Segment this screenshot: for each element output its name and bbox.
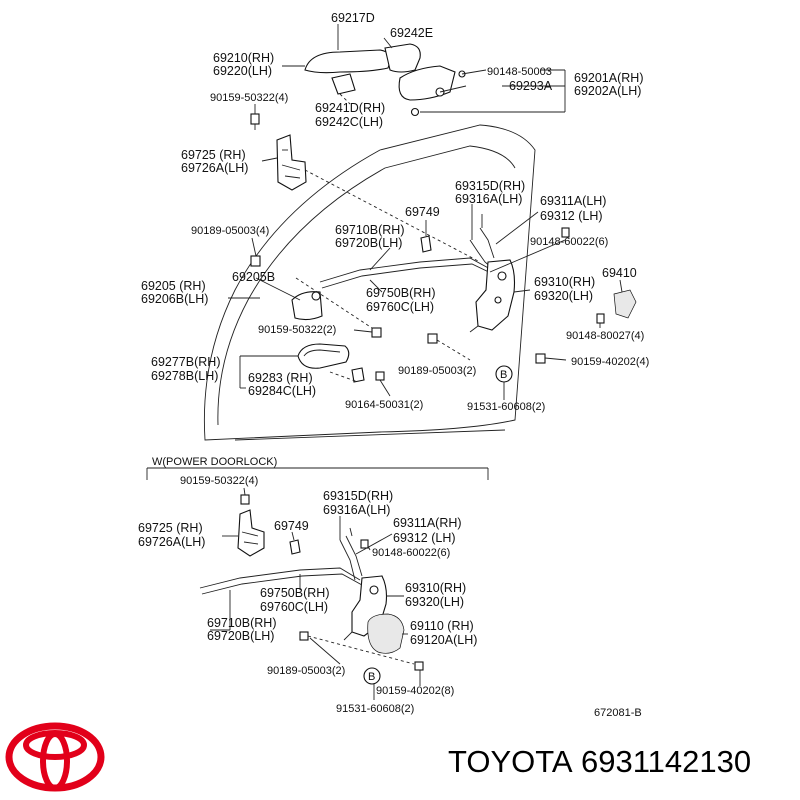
label-power-69110: 69110 (RH) bbox=[410, 619, 474, 633]
bracket-lower bbox=[237, 509, 265, 557]
screw-top-left bbox=[250, 113, 260, 130]
labels-lower: W(POWER DOORLOCK) 90159-50322(4) 69315D(… bbox=[138, 456, 642, 719]
rod-clip-upper bbox=[420, 235, 432, 253]
door-outline bbox=[203, 124, 536, 441]
bracket-upper bbox=[276, 134, 307, 191]
label-69201A: 69201A(RH) bbox=[574, 71, 643, 85]
lock-actuator-motor bbox=[367, 613, 405, 654]
label-69278B: 69278B(LH) bbox=[151, 369, 218, 383]
inside-handle-bezel bbox=[297, 343, 385, 383]
label-90148-80027: 90148-80027(4) bbox=[566, 330, 644, 342]
label-90159-50322-top: 90159-50322(4) bbox=[210, 92, 288, 104]
label-69210: 69210(RH) bbox=[213, 51, 274, 65]
label-69316A: 69316A(LH) bbox=[455, 192, 522, 206]
label-90148-50003: 90148-50003 bbox=[487, 66, 552, 78]
label-69277B: 69277B(RH) bbox=[151, 355, 220, 369]
label-90189-05003-4: 90189-05003(4) bbox=[191, 225, 269, 237]
service-hole-lower bbox=[363, 667, 381, 685]
label-90164-50031: 90164-50031(2) bbox=[345, 399, 423, 411]
label-69726A: 69726A(LH) bbox=[181, 161, 248, 175]
label-power-69726A: 69726A(LH) bbox=[138, 535, 205, 549]
label-power-69320: 69320(LH) bbox=[405, 595, 464, 609]
label-69206B: 69206B(LH) bbox=[141, 292, 208, 306]
label-69205B: 69205B bbox=[232, 270, 275, 284]
control-rods-lower bbox=[199, 535, 363, 595]
label-69710B: 69710B(RH) bbox=[335, 223, 404, 237]
label-service-hole-b-lower: B bbox=[368, 671, 375, 683]
label-69217D: 69217D bbox=[331, 11, 375, 25]
label-69284C: 69284C(LH) bbox=[248, 384, 316, 398]
label-power-90159-50322: 90159-50322(4) bbox=[180, 475, 258, 487]
screws-lower bbox=[299, 539, 424, 671]
leader-lines-upper bbox=[228, 24, 623, 400]
label-69241D: 69241D(RH) bbox=[315, 101, 385, 115]
label-power-91531-60608: 91531-60608(2) bbox=[336, 703, 414, 715]
label-69293A: 69293A bbox=[509, 79, 553, 93]
label-69760C: 69760C(LH) bbox=[366, 300, 434, 314]
screw-left-mid bbox=[250, 255, 261, 267]
part-number: 6931142130 bbox=[581, 744, 751, 779]
label-69320: 69320(LH) bbox=[534, 289, 593, 303]
frame-bolt-lower bbox=[410, 107, 420, 117]
label-69242E: 69242E bbox=[390, 26, 433, 40]
label-69220: 69220(LH) bbox=[213, 64, 272, 78]
toyota-logo-icon bbox=[5, 722, 105, 792]
label-91531-60608: 91531-60608(2) bbox=[467, 401, 545, 413]
power-doorlock-bracket-line bbox=[146, 467, 489, 480]
label-power-69760C: 69760C(LH) bbox=[260, 600, 328, 614]
label-power-69750B: 69750B(RH) bbox=[260, 586, 329, 600]
label-power-69315D: 69315D(RH) bbox=[323, 489, 393, 503]
label-69283: 69283 (RH) bbox=[248, 371, 313, 385]
label-90159-50322-2: 90159-50322(2) bbox=[258, 324, 336, 336]
label-power-90148-60022: 90148-60022(6) bbox=[372, 547, 450, 559]
label-69750B: 69750B(RH) bbox=[366, 286, 435, 300]
label-69725: 69725 (RH) bbox=[181, 148, 246, 162]
label-90189-05003-2: 90189-05003(2) bbox=[398, 365, 476, 377]
label-69315D: 69315D(RH) bbox=[455, 179, 525, 193]
label-power-69725: 69725 (RH) bbox=[138, 521, 203, 535]
brand-name: TOYOTA bbox=[448, 744, 573, 779]
leader-lines-lower bbox=[210, 487, 421, 700]
label-power-69311A: 69311A(RH) bbox=[393, 516, 462, 530]
label-service-hole-b-upper: B bbox=[500, 369, 507, 381]
label-69310: 69310(RH) bbox=[534, 275, 595, 289]
label-power-69710B: 69710B(RH) bbox=[207, 616, 276, 630]
screws-right-upper bbox=[371, 227, 605, 364]
labels-upper: 69217D 69242E 69210(RH) 69220(LH) 90148-… bbox=[141, 11, 649, 413]
label-power-90159-40202: 90159-40202(8) bbox=[376, 685, 454, 697]
label-69720B: 69720B(LH) bbox=[335, 236, 402, 250]
power-doorlock-title: W(POWER DOORLOCK) bbox=[152, 456, 277, 468]
label-69202A: 69202A(LH) bbox=[574, 84, 641, 98]
label-69312: 69312 (LH) bbox=[540, 209, 603, 223]
diagram-code: 672081-B bbox=[594, 707, 642, 719]
screw-lower-top bbox=[240, 494, 250, 505]
label-power-69720B: 69720B(LH) bbox=[207, 629, 274, 643]
label-90148-60022: 90148-60022(6) bbox=[530, 236, 608, 248]
handle-pad-part bbox=[331, 73, 356, 95]
outside-handle-part bbox=[304, 49, 391, 74]
rod-clip-lower bbox=[289, 539, 301, 555]
label-69410: 69410 bbox=[602, 266, 637, 280]
label-69205: 69205 (RH) bbox=[141, 279, 206, 293]
label-power-69316A: 69316A(LH) bbox=[323, 503, 390, 517]
inside-handle-upper bbox=[291, 291, 323, 321]
label-69242C: 69242C(LH) bbox=[315, 115, 383, 129]
door-striker bbox=[613, 289, 637, 319]
handle-cover-part bbox=[384, 43, 421, 73]
label-power-69120A: 69120A(LH) bbox=[410, 633, 477, 647]
label-69749: 69749 bbox=[405, 205, 440, 219]
label-power-69749: 69749 bbox=[274, 519, 309, 533]
label-69311A-lh: 69311A(LH) bbox=[540, 194, 606, 208]
label-power-69312: 69312 (LH) bbox=[393, 531, 456, 545]
label-90159-40202-4: 90159-40202(4) bbox=[571, 356, 649, 368]
label-power-69310: 69310(RH) bbox=[405, 581, 466, 595]
label-power-90189-05003: 90189-05003(2) bbox=[267, 665, 345, 677]
